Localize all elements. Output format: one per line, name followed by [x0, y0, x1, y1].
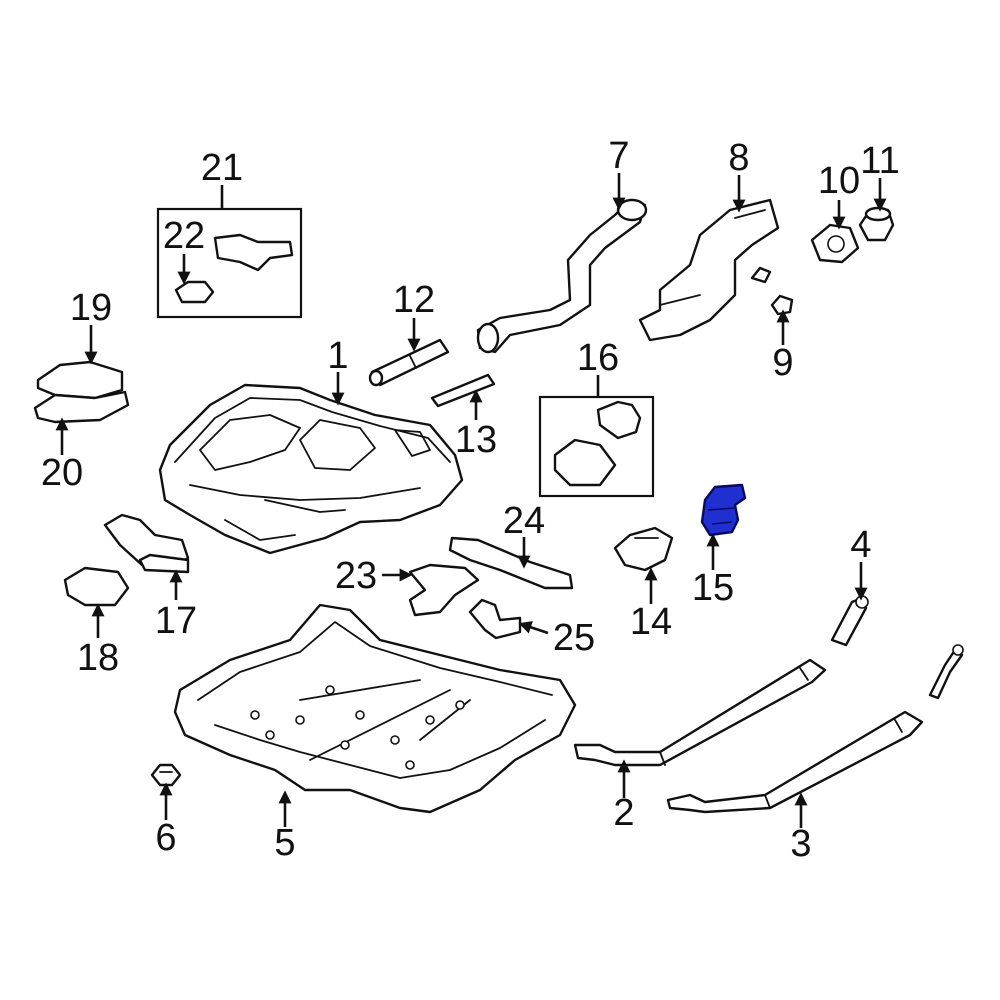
- part-17-module[interactable]: [103, 513, 190, 574]
- part-18-cover[interactable]: [63, 566, 130, 607]
- callout-11: 11: [860, 140, 899, 182]
- part-12-hose[interactable]: [368, 338, 450, 387]
- part-9-bolt[interactable]: [770, 294, 794, 316]
- part-23-bracket[interactable]: [408, 563, 480, 617]
- part-2-tank-strap[interactable]: [573, 658, 827, 767]
- part-15-highlighted[interactable]: [700, 483, 747, 537]
- part-5-tank-skid-plate[interactable]: [173, 603, 577, 814]
- callout-16: 16: [577, 337, 619, 379]
- callout-23: 23: [335, 555, 377, 597]
- callout-box-16: [538, 395, 655, 498]
- callout-12: 12: [393, 279, 435, 321]
- callout-20: 20: [41, 452, 83, 494]
- callout-17: 17: [155, 600, 197, 642]
- part-1-fuel-tank[interactable]: [158, 383, 464, 555]
- part-14-valve[interactable]: [613, 526, 674, 572]
- part-24-line[interactable]: [448, 536, 574, 590]
- callout-9: 9: [772, 342, 793, 384]
- part-25-hose[interactable]: [468, 598, 522, 640]
- callout-7: 7: [608, 135, 629, 177]
- callout-10: 10: [818, 160, 860, 202]
- callout-4: 4: [850, 524, 871, 566]
- callout-24: 24: [503, 500, 545, 542]
- callout-8: 8: [728, 137, 749, 179]
- callout-14: 14: [630, 601, 672, 643]
- callout-3: 3: [790, 823, 811, 865]
- callout-19: 19: [70, 287, 112, 329]
- callout-21: 21: [201, 147, 243, 189]
- part-19-20-pads[interactable]: [33, 360, 130, 424]
- part-10-cap-housing[interactable]: [810, 223, 860, 264]
- callout-2: 2: [613, 792, 634, 834]
- part-13-hose[interactable]: [430, 373, 496, 408]
- callout-5: 5: [274, 822, 295, 864]
- part-8-filler-housing[interactable]: [638, 198, 780, 342]
- part-6-clip[interactable]: [150, 763, 182, 787]
- callout-1: 1: [327, 335, 348, 377]
- callout-labels: 1 2 3 4 5 6 7 8 9 10 11 12 13 14 15 16 1…: [41, 135, 900, 865]
- part-3-tank-strap[interactable]: [666, 710, 924, 814]
- callout-22: 22: [163, 215, 205, 257]
- part-11-fuel-cap[interactable]: [858, 206, 895, 242]
- part-4-strap-bolt[interactable]: [830, 595, 964, 700]
- callout-6: 6: [155, 817, 176, 859]
- callout-25: 25: [553, 617, 595, 659]
- callout-13: 13: [455, 419, 497, 461]
- part-7-filler-pipe[interactable]: [476, 198, 648, 354]
- callout-15: 15: [692, 567, 734, 609]
- leader-lines: [55, 173, 887, 828]
- callout-18: 18: [77, 637, 119, 679]
